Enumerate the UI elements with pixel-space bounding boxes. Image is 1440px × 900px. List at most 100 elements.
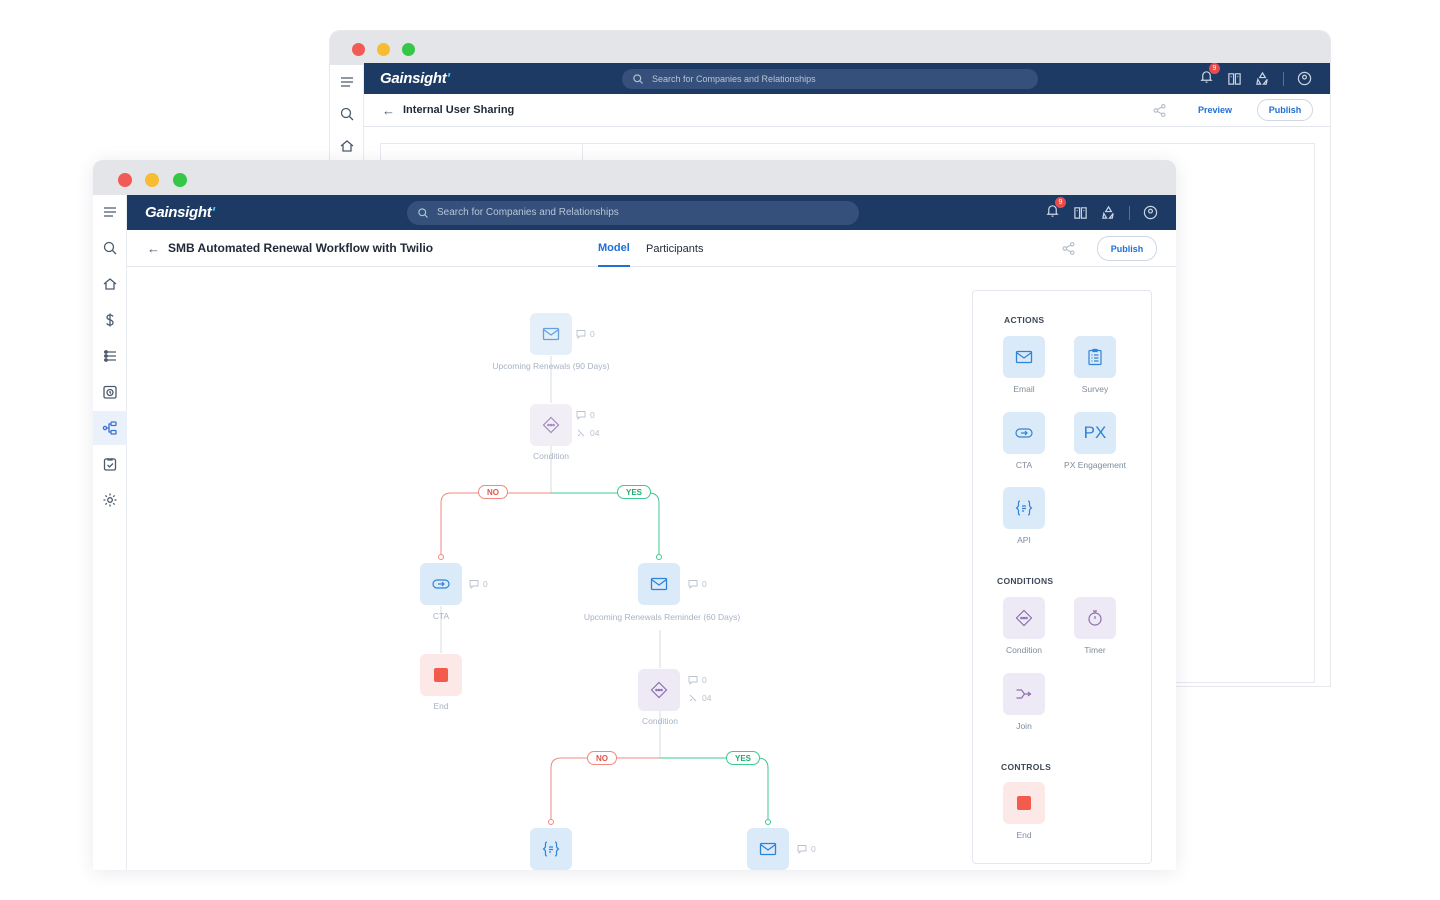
- tab-model[interactable]: Model: [598, 230, 630, 267]
- node-comments[interactable]: 0: [576, 410, 595, 420]
- palette-item-label: Timer: [1084, 645, 1106, 655]
- palette-item-label: Condition: [1006, 645, 1042, 655]
- branch-no-label[interactable]: NO: [587, 751, 617, 765]
- back-arrow-icon[interactable]: ←: [147, 240, 160, 256]
- user-profile-icon[interactable]: [1143, 205, 1158, 220]
- back-arrow-icon[interactable]: ←: [382, 102, 395, 118]
- branch-yes-label[interactable]: YES: [726, 751, 761, 765]
- section-heading-conditions: CONDITIONS: [997, 576, 1054, 586]
- condition-icon: [650, 681, 668, 699]
- palette-item-end[interactable]: End: [988, 782, 1060, 840]
- palette-item-join[interactable]: Join: [988, 673, 1060, 731]
- book-icon[interactable]: [1073, 205, 1088, 220]
- node-tasks[interactable]: 04: [576, 428, 599, 438]
- px-glyph: PX: [1083, 423, 1107, 442]
- workflow-node-email[interactable]: [747, 828, 789, 870]
- comment-icon: [576, 330, 586, 339]
- share-icon[interactable]: [1061, 241, 1076, 261]
- node-tasks[interactable]: 04: [688, 693, 711, 703]
- divider: [1283, 71, 1284, 86]
- bell-icon: [1200, 70, 1213, 83]
- home-icon[interactable]: [93, 267, 127, 301]
- workflow-node-condition[interactable]: [530, 404, 572, 446]
- top-navigation-bar: Gainsight' Search for Companies and Rela…: [127, 195, 1176, 230]
- publish-button[interactable]: Publish: [1097, 236, 1157, 261]
- search-input[interactable]: Search for Companies and Relationships: [622, 68, 1038, 89]
- tab-participants[interactable]: Participants: [646, 242, 704, 255]
- checklist-icon[interactable]: [93, 447, 127, 481]
- book-icon[interactable]: [1227, 71, 1242, 86]
- close-window-button[interactable]: [118, 173, 132, 187]
- api-icon: [542, 841, 560, 857]
- branch-icon: [577, 429, 585, 437]
- recycle-icon[interactable]: [1255, 71, 1270, 86]
- user-profile-icon[interactable]: [1297, 71, 1312, 86]
- journey-icon[interactable]: [93, 411, 127, 445]
- notifications-button[interactable]: 9: [1045, 196, 1066, 223]
- workflow-node-condition[interactable]: [638, 669, 680, 711]
- workflow-node-api[interactable]: [530, 828, 572, 870]
- search-icon[interactable]: [330, 97, 364, 131]
- workflow-node-renewals-reminder[interactable]: [638, 563, 680, 605]
- top-icons: 9: [1199, 62, 1312, 89]
- palette-item-label: End: [1016, 830, 1032, 840]
- workflow-node-upcoming-renewals[interactable]: [530, 313, 572, 355]
- email-icon: [542, 327, 560, 341]
- maximize-window-button[interactable]: [173, 173, 187, 187]
- front-window: Gainsight' Search for Companies and Rela…: [93, 160, 1176, 870]
- end-icon: [434, 668, 448, 682]
- palette-item-px-engagement[interactable]: PX PX Engagement: [1059, 412, 1131, 470]
- palette-item-survey[interactable]: Survey: [1059, 336, 1131, 394]
- notification-badge: 9: [1209, 62, 1220, 74]
- gainsight-logo[interactable]: Gainsight': [380, 70, 450, 87]
- palette-item-timer[interactable]: Timer: [1059, 597, 1131, 655]
- preview-button[interactable]: Preview: [1198, 105, 1233, 115]
- home-icon[interactable]: [330, 129, 364, 163]
- bell-icon: [1046, 204, 1059, 217]
- palette-item-email[interactable]: Email: [988, 336, 1060, 394]
- palette-item-label: Survey: [1081, 384, 1109, 394]
- recycle-icon[interactable]: [1101, 205, 1116, 220]
- publish-button[interactable]: Publish: [1257, 99, 1313, 121]
- maximize-window-button[interactable]: [402, 43, 415, 56]
- node-comments[interactable]: 0: [797, 844, 816, 854]
- node-comments[interactable]: 0: [688, 675, 707, 685]
- share-icon[interactable]: [1152, 103, 1167, 123]
- api-icon: [1003, 487, 1045, 529]
- condition-icon: [1003, 597, 1045, 639]
- timeline-icon[interactable]: [93, 339, 127, 373]
- palette-item-api[interactable]: API: [988, 487, 1060, 545]
- branch-no-label[interactable]: NO: [478, 485, 508, 499]
- close-window-button[interactable]: [352, 43, 365, 56]
- notifications-button[interactable]: 9: [1199, 62, 1220, 89]
- minimize-window-button[interactable]: [145, 173, 159, 187]
- dollar-icon[interactable]: [93, 303, 127, 337]
- divider: [1129, 205, 1130, 220]
- branch-yes-label[interactable]: YES: [617, 485, 652, 499]
- comment-icon: [797, 845, 807, 854]
- gainsight-logo[interactable]: Gainsight': [145, 204, 215, 221]
- minimize-window-button[interactable]: [377, 43, 390, 56]
- top-icons: 9: [1045, 196, 1158, 223]
- node-label: Upcoming Renewals (90 Days): [492, 361, 610, 371]
- node-palette: ACTIONS Email Survey CTA PX PX Engagemen…: [972, 290, 1152, 864]
- palette-item-condition[interactable]: Condition: [988, 597, 1060, 655]
- search-icon[interactable]: [93, 231, 127, 265]
- gear-icon[interactable]: [93, 483, 127, 517]
- comment-icon: [469, 580, 479, 589]
- timer-icon: [1074, 597, 1116, 639]
- search-placeholder: Search for Companies and Relationships: [652, 73, 816, 84]
- node-comments[interactable]: 0: [469, 579, 488, 589]
- clock-board-icon[interactable]: [93, 375, 127, 409]
- page-title: Internal User Sharing: [403, 104, 515, 116]
- menu-icon[interactable]: [330, 65, 364, 99]
- palette-item-cta[interactable]: CTA: [988, 412, 1060, 470]
- workflow-node-end[interactable]: [420, 654, 462, 696]
- node-comments[interactable]: 0: [576, 329, 595, 339]
- node-comments[interactable]: 0: [688, 579, 707, 589]
- workflow-node-cta[interactable]: [420, 563, 462, 605]
- search-input[interactable]: Search for Companies and Relationships: [407, 200, 859, 225]
- menu-icon[interactable]: [93, 195, 127, 229]
- node-label: Condition: [533, 451, 569, 461]
- notification-badge: 9: [1055, 196, 1066, 208]
